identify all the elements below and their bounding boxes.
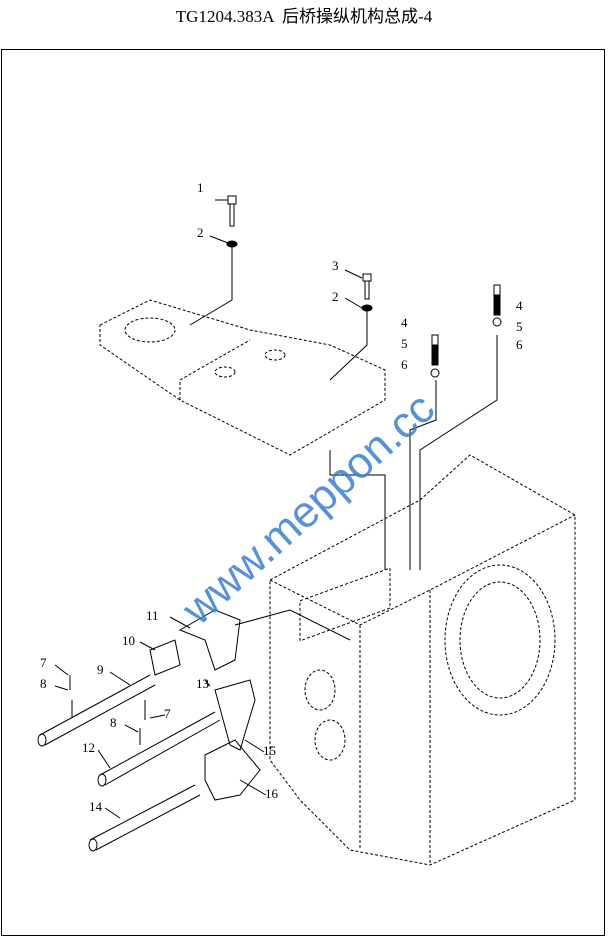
gearbox-housing: [269, 454, 576, 866]
callout-8: 8: [40, 676, 47, 691]
callout-14: 14: [89, 799, 102, 814]
callout-7: 7: [164, 706, 171, 721]
callout-15: 15: [263, 743, 276, 758]
shift-rods: [37, 674, 221, 852]
diagram-frame: [1, 49, 605, 936]
callout-3: 3: [332, 258, 339, 273]
bolt-1: [227, 195, 237, 227]
callout-13: 13: [196, 676, 209, 691]
washer-2: [226, 240, 373, 312]
callout-7: 7: [40, 655, 47, 670]
callout-1: 1: [197, 180, 204, 195]
callout-2: 2: [332, 289, 339, 304]
callout-6: 6: [401, 357, 408, 372]
callout-leaders: [54, 616, 267, 819]
callout-2: 2: [197, 225, 204, 240]
callout-6: 6: [516, 337, 523, 352]
callout-5: 5: [401, 336, 408, 351]
leader-lines: [189, 199, 498, 641]
callout-4: 4: [516, 298, 523, 313]
callout-9: 9: [97, 662, 104, 677]
pin-spring-ball: [430, 284, 502, 378]
diagram-title: TG1204.383A 后桥操纵机构总成-4: [175, 7, 433, 26]
shift-forks: [149, 609, 261, 801]
callout-4: 4: [401, 315, 408, 330]
cover-plate: [99, 299, 386, 456]
callout-10: 10: [122, 633, 135, 648]
callout-5: 5: [516, 319, 523, 334]
bolt-3: [362, 273, 372, 300]
callout-11: 11: [146, 608, 159, 623]
callout-12: 12: [82, 740, 95, 755]
callout-8: 8: [110, 715, 117, 730]
callout-16: 16: [265, 786, 278, 801]
